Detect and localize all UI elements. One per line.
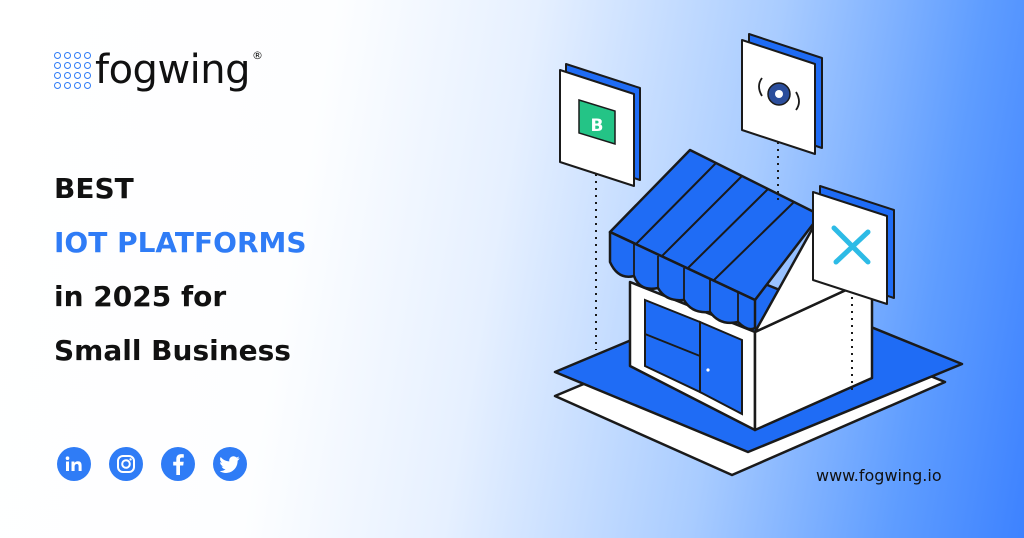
storefront-illustration: B	[553, 33, 964, 477]
headline-line-3: in 2025 for	[54, 280, 227, 313]
card-b: B	[559, 63, 641, 187]
headline-line-2: IOT PLATFORMS	[54, 226, 307, 259]
logo-dots-icon	[54, 51, 91, 89]
headline: BEST IOT PLATFORMS in 2025 for Small Bus…	[54, 162, 307, 378]
card-b-letter: B	[591, 116, 604, 136]
headline-line-4: Small Business	[54, 334, 291, 367]
registered-mark: ®	[252, 48, 264, 62]
x-card	[812, 185, 895, 305]
awning-scallops	[608, 230, 757, 331]
website-url[interactable]: www.fogwing.io	[816, 466, 942, 485]
logo-wordmark: fogwing	[95, 47, 251, 93]
shop-door	[699, 320, 743, 416]
twitter-icon[interactable]	[213, 447, 247, 481]
gear-card	[741, 33, 823, 155]
facebook-icon[interactable]	[161, 447, 195, 481]
headline-line-1: BEST	[54, 172, 134, 205]
x-logo-icon	[831, 225, 871, 265]
linkedin-icon[interactable]	[57, 447, 91, 481]
social-links	[57, 447, 265, 481]
fogwing-logo[interactable]: fogwing ®	[54, 47, 264, 93]
instagram-icon[interactable]	[109, 447, 143, 481]
